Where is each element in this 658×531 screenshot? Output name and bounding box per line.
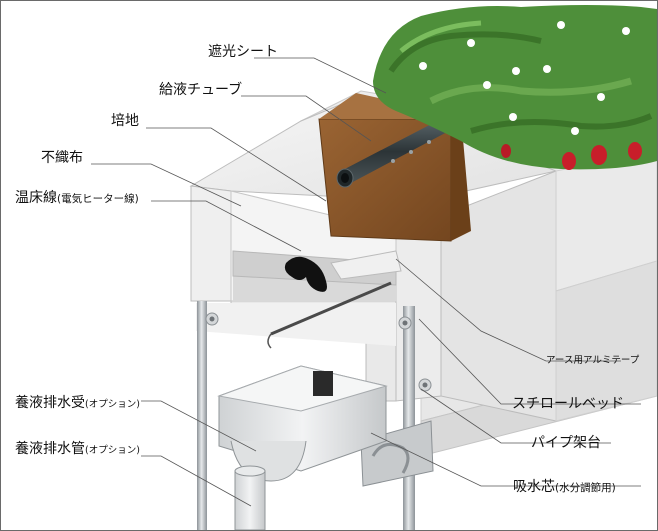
label-drain-pipe-note: (オプション) bbox=[85, 445, 140, 456]
drain-receiver bbox=[217, 365, 388, 482]
label-heater-note: (電気ヒーター線) bbox=[57, 193, 139, 205]
label-drain-pipe: 養液排水管(オプション) bbox=[15, 440, 140, 456]
label-medium: 培地 bbox=[111, 113, 139, 129]
label-wick: 吸水芯(水分調節用) bbox=[513, 478, 616, 494]
label-aluminium-tape: アース用アルミテープ bbox=[546, 355, 640, 366]
strawberry-plants bbox=[373, 5, 657, 170]
label-nonwoven: 不織布 bbox=[41, 150, 83, 166]
feed-tube bbox=[336, 119, 449, 188]
leader-lines bbox=[91, 57, 641, 507]
label-heater-main: 温床線 bbox=[15, 190, 57, 206]
label-drain-receiver-main: 養液排水受 bbox=[15, 395, 85, 411]
heater-area bbox=[232, 250, 402, 349]
label-heater-wire: 温床線(電気ヒーター線) bbox=[15, 189, 139, 205]
label-drain-pipe-main: 養液排水管 bbox=[15, 441, 85, 457]
label-wick-main: 吸水芯 bbox=[513, 479, 555, 495]
label-drain-receiver: 養液排水受(オプション) bbox=[15, 394, 140, 410]
label-feed-tube: 給液チューブ bbox=[159, 82, 243, 98]
label-shade-sheet: 遮光シート bbox=[208, 44, 278, 60]
label-pipe-stand: パイプ架台 bbox=[531, 435, 601, 451]
label-wick-note: (水分調節用) bbox=[555, 482, 616, 494]
label-drain-receiver-note: (オプション) bbox=[85, 399, 140, 410]
label-styrofoam-bed: スチロールベッド bbox=[512, 396, 624, 412]
drain-pipe bbox=[234, 465, 266, 530]
